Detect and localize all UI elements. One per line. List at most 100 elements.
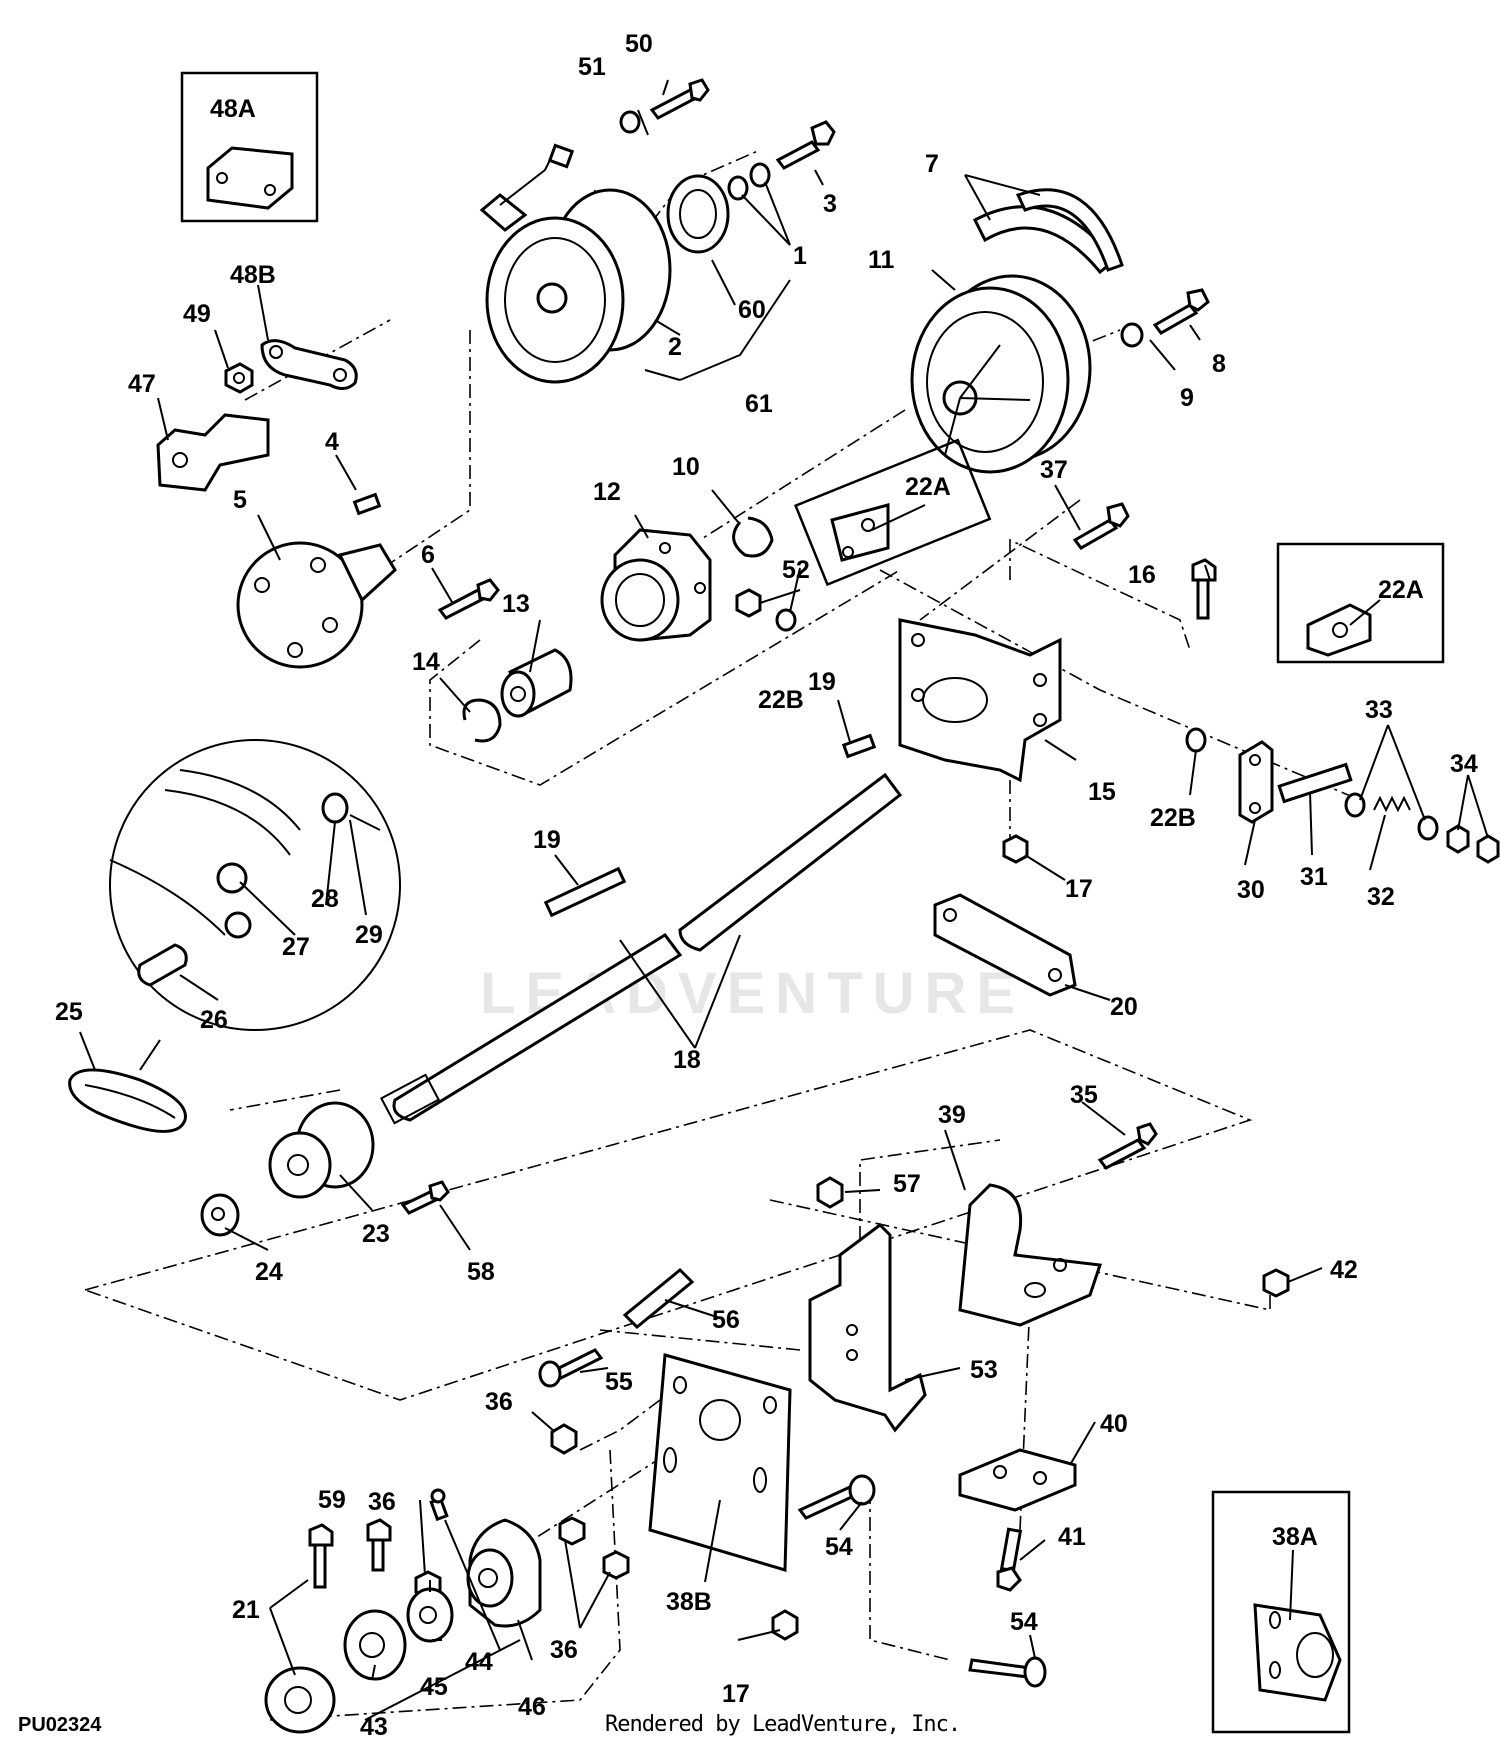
label-42: 42 — [1330, 1256, 1358, 1284]
part-58-bolt — [400, 1180, 450, 1215]
part-22b-washer — [775, 608, 797, 632]
part-36-nut-c — [602, 1550, 630, 1580]
label-22b: 22B — [758, 686, 804, 714]
part-48b-link — [260, 339, 358, 390]
label-16: 16 — [1128, 561, 1156, 589]
label-22a: 22A — [905, 473, 951, 501]
label-3: 3 — [823, 190, 837, 218]
part-21-collar — [264, 1523, 336, 1734]
label-1: 1 — [793, 242, 807, 270]
label-43: 43 — [360, 1713, 388, 1741]
part-37-bolt — [1072, 502, 1130, 550]
label-41: 41 — [1058, 1523, 1086, 1551]
part-44-fitting — [429, 1488, 449, 1522]
part-10-ring — [732, 516, 774, 558]
label-15: 15 — [1088, 778, 1116, 806]
label-13: 13 — [502, 590, 530, 618]
label-29: 29 — [355, 921, 383, 949]
part-57-nut — [816, 1176, 844, 1209]
part-40-plate — [958, 1448, 1077, 1512]
label-49: 49 — [183, 300, 211, 328]
part-12-housing — [600, 528, 712, 642]
label-6: 6 — [421, 541, 435, 569]
part-1-washers — [727, 162, 771, 201]
part-59-bolt — [366, 1518, 392, 1572]
label-48a: 48A — [210, 95, 256, 123]
label-38b: 38B — [666, 1588, 712, 1616]
inset-box-22a — [1276, 542, 1445, 664]
label-50: 50 — [625, 30, 653, 58]
label-19: 19 — [808, 668, 836, 696]
part-25-belt — [68, 1068, 187, 1133]
part-18-shaft-upper — [678, 772, 903, 952]
part-22a-inset — [1306, 603, 1372, 657]
part-34-nuts — [1446, 824, 1500, 864]
part-43-collar — [343, 1609, 407, 1681]
label-37: 37 — [1040, 456, 1068, 484]
label-22a-inset: 22A — [1378, 576, 1424, 604]
label-53: 53 — [970, 1356, 998, 1384]
part-51-washer — [619, 110, 641, 134]
part-17-nut — [1002, 834, 1029, 864]
label-26: 26 — [200, 1006, 228, 1034]
part-49-nut — [224, 362, 254, 394]
part-47-bracket — [156, 413, 270, 492]
label-36c: 36 — [550, 1636, 578, 1664]
label-52: 52 — [782, 556, 810, 584]
label-48b: 48B — [230, 261, 276, 289]
part-56-spacer — [622, 1267, 695, 1330]
part-22b-washer-right — [1185, 727, 1207, 753]
label-8: 8 — [1212, 350, 1226, 378]
part-20-bracket — [933, 893, 1077, 997]
label-34: 34 — [1450, 750, 1478, 778]
part-36-nut-a — [550, 1423, 578, 1455]
part-9-washer — [1120, 322, 1144, 348]
part-14-clip — [462, 698, 502, 743]
label-20: 20 — [1110, 993, 1138, 1021]
diagram-code: PU02324 — [18, 1714, 102, 1736]
label-36b: 36 — [368, 1488, 396, 1516]
part-24-collar — [200, 1193, 240, 1237]
part-18-shaft-lower — [380, 933, 683, 1125]
part-7-guard — [973, 188, 1124, 275]
label-36a: 36 — [485, 1388, 513, 1416]
part-2-pulley — [479, 143, 672, 384]
label-23: 23 — [362, 1220, 390, 1248]
label-35: 35 — [1070, 1081, 1098, 1109]
callout-labels: 1 2 3 4 5 6 7 8 9 10 11 12 13 14 15 16 1… — [55, 30, 1478, 1741]
part-55-bolt — [538, 1348, 604, 1388]
label-12: 12 — [593, 478, 621, 506]
label-58: 58 — [467, 1258, 495, 1286]
label-4: 4 — [325, 428, 339, 456]
part-4-key — [352, 492, 382, 516]
part-30-clevis — [1238, 740, 1274, 824]
part-19-key-upper — [841, 733, 877, 759]
part-23-pulley — [268, 1101, 375, 1199]
part-48a-plate — [206, 146, 294, 210]
part-6-bolt — [437, 578, 500, 620]
part-19-key-lower — [543, 866, 627, 918]
label-30: 30 — [1237, 876, 1265, 904]
part-17-nut-lower — [771, 1609, 799, 1641]
part-8-bolt — [1152, 288, 1210, 335]
part-46-housing — [466, 1518, 542, 1628]
credit-text: Rendered by LeadVenture, Inc. — [605, 1712, 961, 1737]
label-10: 10 — [672, 453, 700, 481]
label-54a: 54 — [825, 1533, 853, 1561]
label-18: 18 — [673, 1046, 701, 1074]
label-59: 59 — [318, 1486, 346, 1514]
label-9: 9 — [1180, 384, 1194, 412]
part-32-spring — [1373, 795, 1411, 813]
part-39-bracket — [958, 1183, 1103, 1327]
label-28: 28 — [311, 885, 339, 913]
part-54-bolt-upper — [797, 1474, 876, 1520]
label-22b-right: 22B — [1150, 804, 1196, 832]
part-36-nut-b — [558, 1516, 586, 1546]
label-17: 17 — [1065, 875, 1093, 903]
label-56: 56 — [712, 1306, 740, 1334]
label-38a: 38A — [1272, 1523, 1318, 1551]
label-45: 45 — [420, 1673, 448, 1701]
part-38a-inset — [1253, 1603, 1342, 1702]
label-7: 7 — [925, 150, 939, 178]
